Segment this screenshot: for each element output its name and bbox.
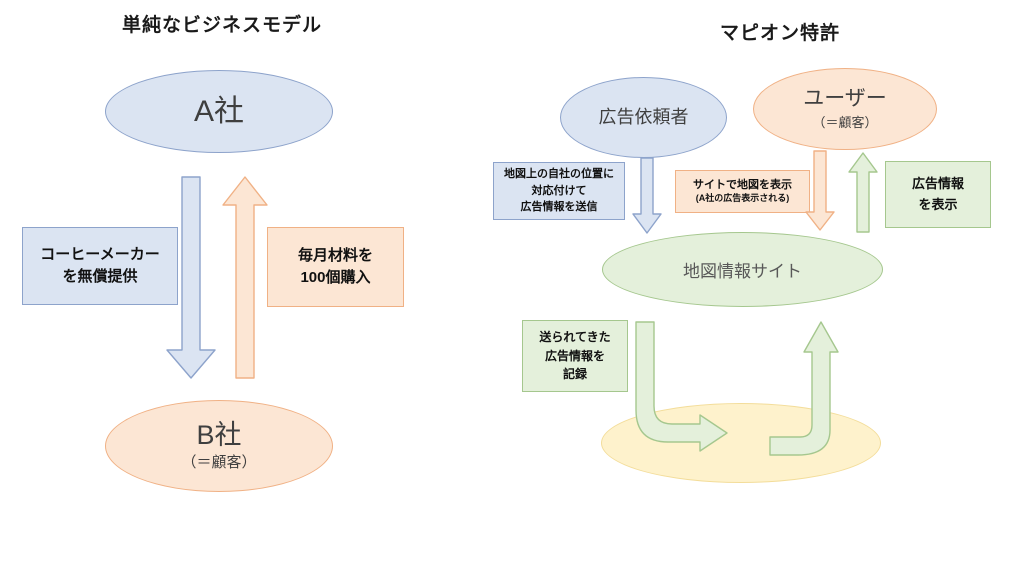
site-to-user-up-arrow bbox=[848, 152, 878, 233]
show-map-box: サイトで地図を表示 (A社の広告表示される) bbox=[675, 170, 810, 213]
database-ellipse bbox=[601, 403, 881, 483]
purchase-box: 毎月材料を 100個購入 bbox=[267, 227, 404, 307]
show-map-box-sub: (A社の広告表示される) bbox=[695, 193, 790, 204]
free-offer-box: コーヒーメーカー を無償提供 bbox=[22, 227, 178, 305]
advertiser-to-site-down-arrow bbox=[632, 157, 662, 234]
user-ellipse: ユーザー （＝顧客） bbox=[753, 68, 937, 150]
advertiser-ellipse: 広告依頼者 bbox=[560, 77, 727, 158]
company-b-label: B社 bbox=[196, 419, 242, 450]
company-b-sublabel: （＝顧客） bbox=[181, 454, 257, 472]
user-sublabel: （＝顧客） bbox=[812, 114, 878, 130]
company-a-ellipse: A社 bbox=[105, 70, 333, 153]
company-b-ellipse: B社 （＝顧客） bbox=[105, 400, 333, 492]
b-to-a-up-arrow bbox=[222, 176, 268, 379]
advertiser-label: 広告依頼者 bbox=[598, 106, 689, 127]
right-diagram-title: マピオン特許 bbox=[719, 23, 840, 44]
company-a-label: A社 bbox=[193, 95, 244, 128]
show-map-box-main: サイトで地図を表示 bbox=[693, 179, 792, 191]
show-ad-box: 広告情報 を表示 bbox=[885, 161, 991, 228]
map-site-label: 地図情報サイト bbox=[683, 262, 802, 281]
map-site-ellipse: 地図情報サイト bbox=[602, 232, 883, 307]
record-box: 送られてきた 広告情報を 記録 bbox=[522, 320, 628, 392]
left-diagram-title: 単純なビジネスモデル bbox=[121, 15, 322, 36]
user-to-site-down-arrow bbox=[805, 150, 835, 231]
send-ad-box: 地図上の自社の位置に 対応付けて 広告情報を送信 bbox=[493, 162, 625, 220]
user-label: ユーザー bbox=[803, 87, 887, 111]
